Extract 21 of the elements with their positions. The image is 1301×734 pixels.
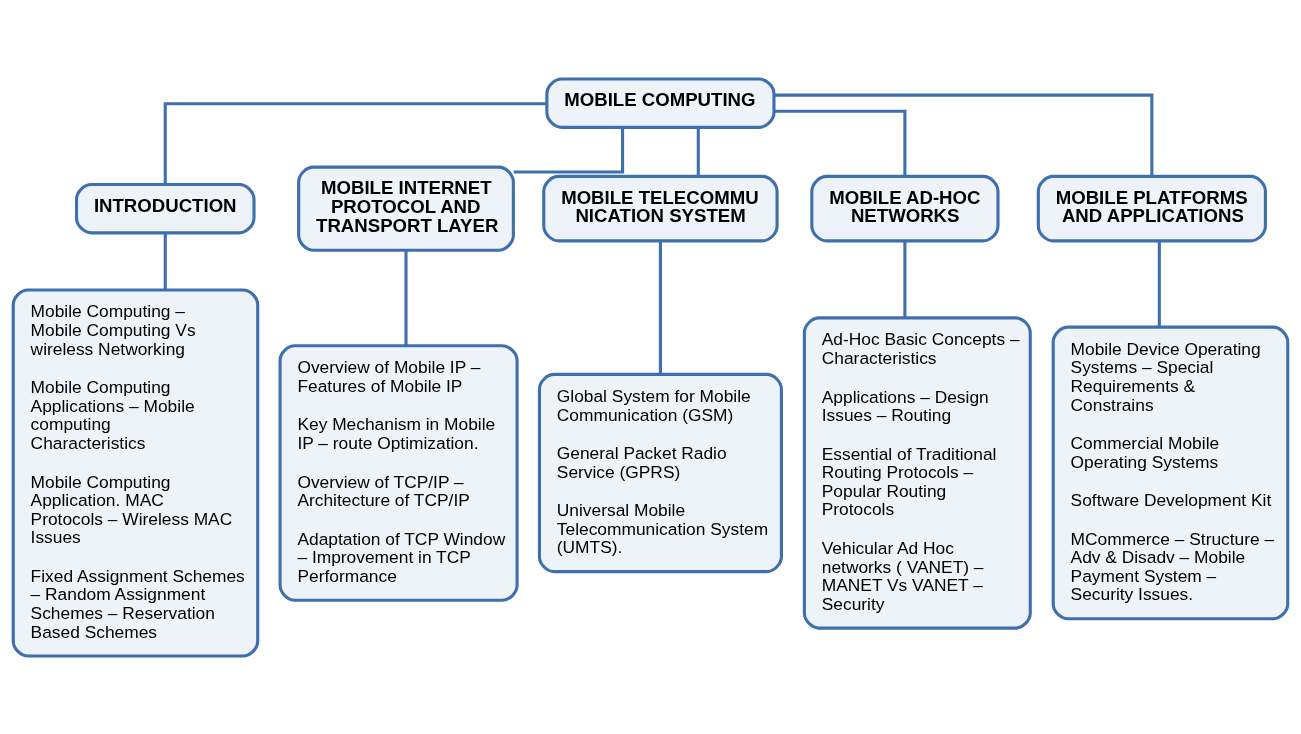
node-box: MOBILE INTERNET PROTOCOL AND TRANSPORT LAYER [297,165,515,252]
node-box: MOBILE AD-HOC NETWORKS [810,174,1000,242]
node-box: Overview of Mobile IP – Features of Mobile IP Key Mechanism in Mobile IP – route Optimization. Overview of TCP/IP – Architecture of TCP/IP Adaptation of TCP Window – Improvement in TCP Performance [278,343,519,602]
connector [404,250,408,346]
node-box: Mobile Computing – Mobile Computing Vs wireless Networking Mobile Computing Applications – Mobile computing Characteristics Mobile Computing Application. MAC Protocols – Wireless MAC Issues Fixed Assignment Schemes – Random Assignment Schemes – Reservation Based Schemes [11,287,260,658]
connector [658,240,662,374]
connector [1157,240,1161,327]
connector [774,109,907,176]
connector [903,240,907,318]
node-box: MOBILE COMPUTING [545,76,776,129]
connector [513,127,625,174]
connector [774,93,1154,176]
node-box: Mobile Device Operating Systems – Special Requirements & Constrains Commercial Mobile Operating Systems Software Development Kit MCommerce – Structure – Adv & Disadv – Mobile Payment System – Security Issues. [1051,325,1290,620]
connector [163,232,167,290]
node-box: INTRODUCTION [75,182,256,234]
connector [163,101,547,184]
node-box: MOBILE TELECOMMUNICATION SYSTEM [542,174,779,242]
connector [696,127,700,176]
node-box: Ad-Hoc Basic Concepts – Characteristics Applications – Design Issues – Routing Essential of Traditional Routing Protocols – Popular Routing Protocols Vehicular Ad Hoc networks ( VANET) – MANET Vs VANET – Security [802,315,1032,630]
node-box: Global System for Mobile Communication (GSM) General Packet Radio Service (GPRS) Universal Mobile Telecommunication System (UMTS). [537,372,783,573]
node-box: MOBILE PLATFORMS AND APPLICATIONS [1036,174,1267,242]
